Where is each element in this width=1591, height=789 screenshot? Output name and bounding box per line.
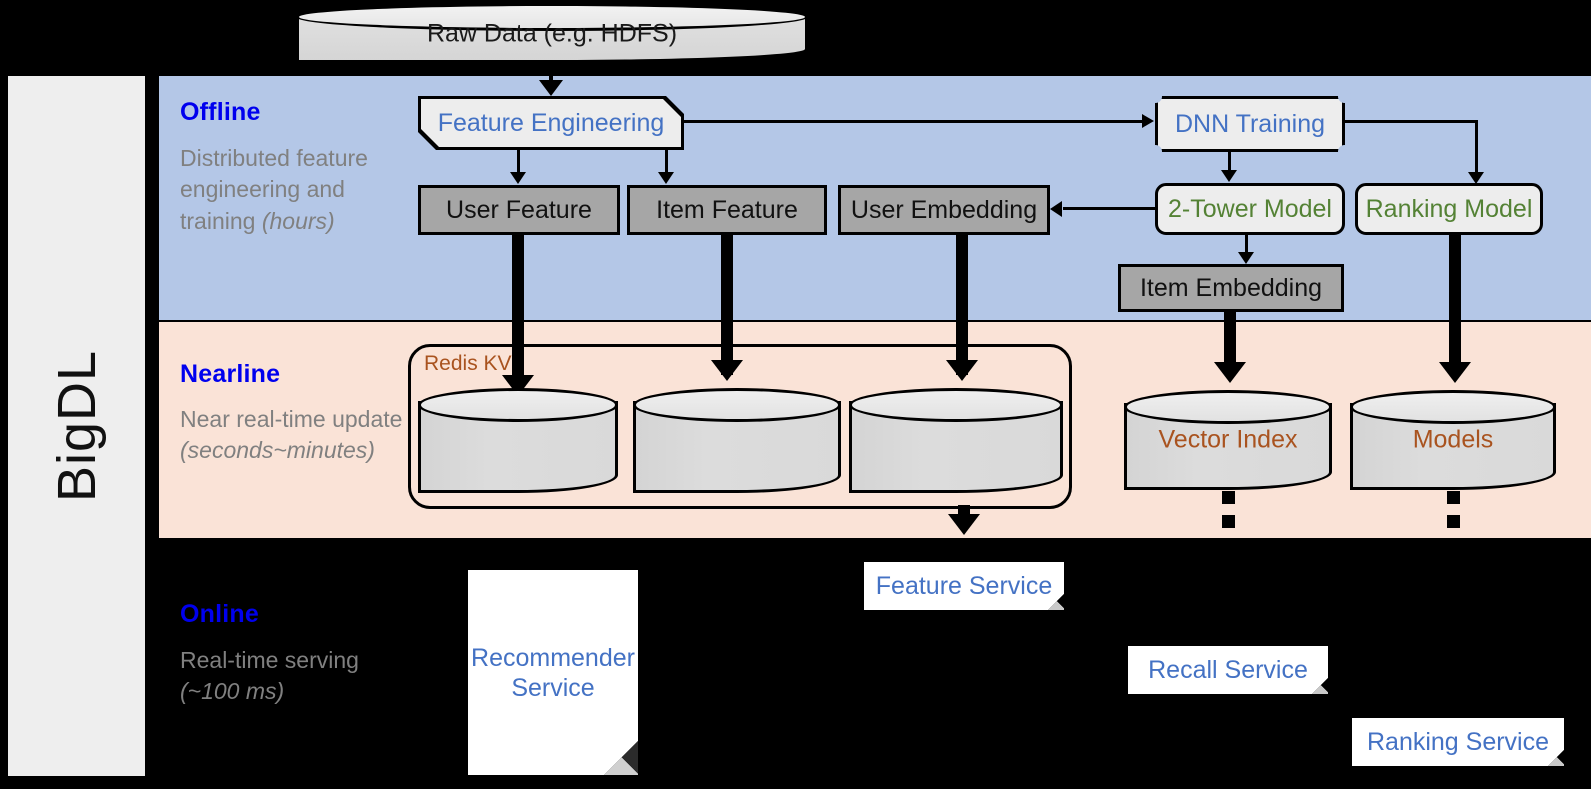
ranking-model-label: Ranking Model [1365,194,1533,223]
user-feature-label: User Feature [446,195,592,224]
connector-dnn-ranking-h [1345,120,1478,123]
arrowhead-redis-featureservice [948,514,980,535]
arrowhead-fe-dnn [1142,114,1154,128]
item-feature-box[interactable]: Item Feature [627,185,827,235]
recommender-service-card[interactable]: Recommender Service [468,570,638,775]
arrowhead-fe-itemfeature [658,172,674,184]
pipe-itemembedding-vectorindex [1224,312,1236,374]
connector-dnn-2tower [1228,152,1231,174]
user-embedding-store-cylinder[interactable] [849,388,1063,493]
dash-models-2 [1447,515,1460,528]
offline-subtitle-plain: Distributed feature engineering and trai… [180,145,368,234]
recall-service-label: Recall Service [1148,656,1308,684]
arrowhead-itemfeature-store [711,360,743,381]
offline-subtitle-italic: (hours) [261,207,335,234]
user-embedding-box[interactable]: User Embedding [838,185,1050,235]
arrowhead-userembedding-store [946,360,978,381]
arrowhead-dnn-ranking [1468,172,1484,184]
recall-service-card[interactable]: Recall Service [1128,646,1328,694]
connector-2tower-itememb [1245,235,1248,257]
vector-index-label: Vector Index [1158,425,1298,454]
feature-engineering-label: Feature Engineering [437,108,665,137]
pipe-userembedding-store [956,235,968,375]
item-feature-store-cylinder[interactable] [633,388,841,493]
recall-service-body: Recall Service [1128,646,1328,694]
connector-fe-userfeature [517,150,520,176]
offline-subtitle: Distributed feature engineering and trai… [180,143,380,237]
dash-models-1 [1447,491,1460,504]
arrowhead-fe-userfeature [510,172,526,184]
feature-service-card[interactable]: Feature Service [864,562,1064,610]
arrowhead-2tower-itememb [1238,252,1254,264]
raw-data-label: Raw Data (e.g. HDFS) [426,19,678,48]
user-feature-store-cylinder[interactable] [418,388,618,493]
nearline-subtitle-plain: Near real-time update [180,406,403,432]
dnn-training-label-wrap: DNN Training [1158,99,1342,149]
nearline-title: Nearline [180,360,281,388]
arrowhead-rankingmodel-models [1439,362,1471,383]
recommender-service-label: Recommender Service [471,643,635,702]
models-label: Models [1412,425,1494,454]
redis-kv-group [408,344,1072,509]
connector-rawdata-fe [549,63,553,85]
online-subtitle: Real-time serving (~100 ms) [180,645,360,708]
arrowhead-2tower-userembedding [1050,201,1062,217]
pipe-userfeature-store [512,235,524,390]
bigdl-rail: BigDL [8,76,145,776]
arrowhead-dnn-2tower [1221,170,1237,182]
offline-title: Offline [180,98,261,126]
vector-index-cylinder[interactable]: Vector Index [1124,390,1332,490]
connector-2tower-userembedding [1063,207,1155,210]
user-embedding-label: User Embedding [850,195,1038,224]
two-tower-model-box[interactable]: 2-Tower Model [1155,183,1345,235]
item-feature-label: Item Feature [656,195,798,224]
pipe-itemfeature-store [721,235,733,375]
ranking-service-card[interactable]: Ranking Service [1352,718,1564,766]
raw-data-cylinder: Raw Data (e.g. HDFS) [296,3,808,63]
nearline-subtitle-italic: (seconds~minutes) [180,437,375,464]
dnn-training-label: DNN Training [1174,109,1326,138]
two-tower-model-label: 2-Tower Model [1168,194,1332,223]
item-embedding-box[interactable]: Item Embedding [1118,264,1344,312]
ranking-model-box[interactable]: Ranking Model [1355,183,1543,235]
pipe-rankingmodel-models [1449,235,1461,375]
ranking-service-label: Ranking Service [1366,728,1550,756]
feature-engineering-label-wrap: Feature Engineering [421,99,681,147]
redis-kv-label: Redis KV [424,352,512,375]
item-embedding-label: Item Embedding [1139,273,1323,302]
ranking-service-body: Ranking Service [1352,718,1564,766]
user-feature-box[interactable]: User Feature [418,185,620,235]
connector-fe-itemfeature [665,150,668,176]
arrowhead-rawdata-fe [539,80,563,96]
online-subtitle-plain: Real-time serving [180,647,359,673]
feature-engineering-box[interactable]: Feature Engineering [418,96,684,150]
dash-vectorindex-1 [1222,491,1235,504]
connector-dnn-ranking-v [1475,120,1478,176]
bigdl-label: BigDL [46,349,107,503]
online-title: Online [180,600,259,628]
dash-vectorindex-2 [1222,515,1235,528]
feature-service-body: Feature Service [864,562,1064,610]
models-cylinder[interactable]: Models [1350,390,1556,490]
feature-service-label: Feature Service [875,572,1053,600]
recommender-service-body: Recommender Service [468,570,638,775]
dnn-training-box[interactable]: DNN Training [1149,90,1351,158]
nearline-subtitle: Near real-time update (seconds~minutes) [180,404,405,467]
connector-fe-dnn [684,120,1142,123]
online-subtitle-italic: (~100 ms) [180,678,285,705]
arrowhead-itemembedding-vectorindex [1214,362,1246,383]
